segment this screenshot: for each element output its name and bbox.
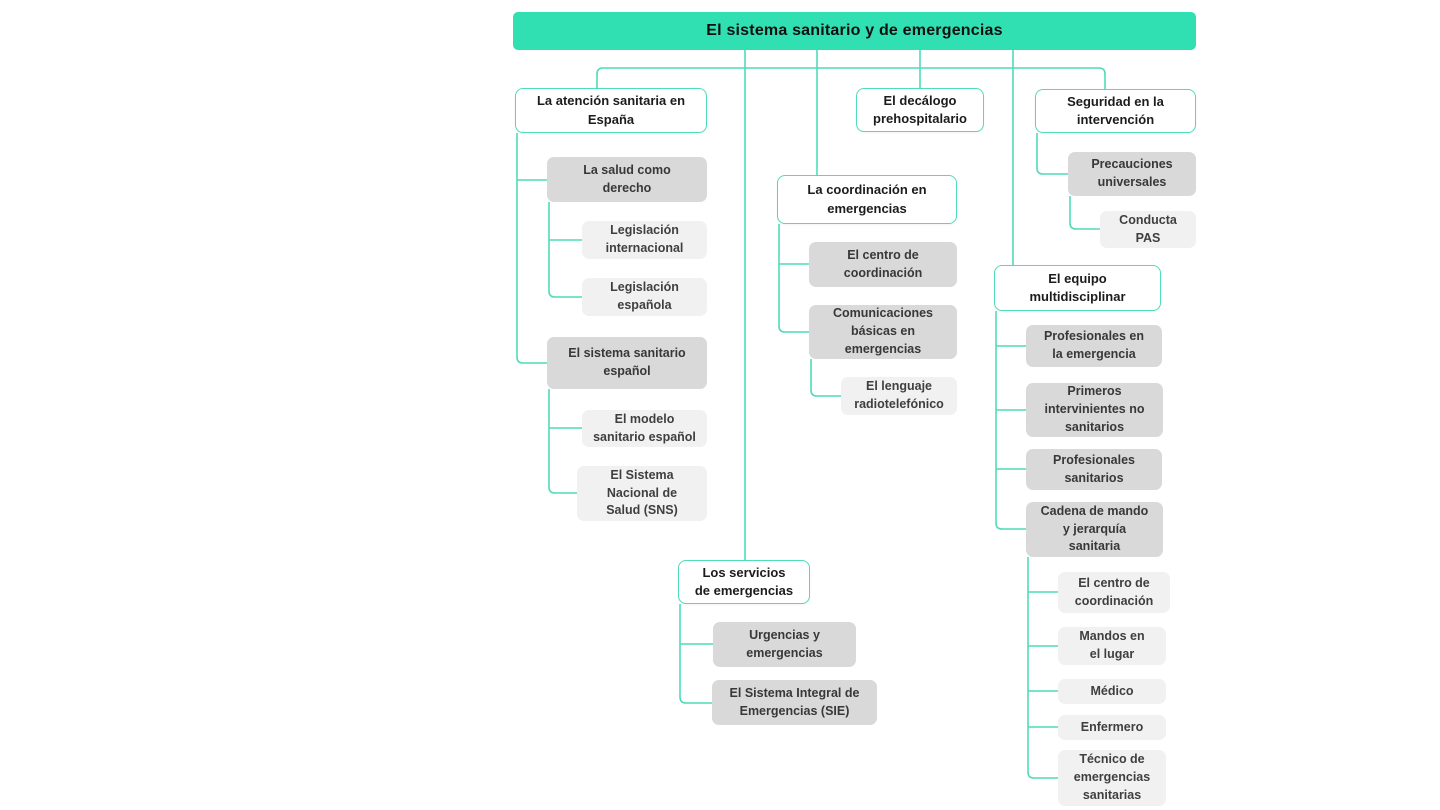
node-root-title[interactable]: El sistema sanitario y de emergencias: [513, 12, 1196, 50]
node-label: Legislación internacional: [605, 223, 684, 255]
node-label: Profesionales en la emergencia: [1043, 329, 1145, 361]
node-label: Técnico de emergencias sanitarias: [1073, 752, 1151, 802]
node-sistema-integral-sie[interactable]: El Sistema Integral de Emergencias (SIE): [712, 680, 877, 725]
node-profesionales-emergencia[interactable]: Profesionales en la emergencia: [1026, 325, 1162, 367]
node-label: Los servicios de emergencias: [694, 564, 794, 598]
node-label: Profesionales sanitarios: [1053, 452, 1135, 485]
node-centro-coordinacion-cadena[interactable]: El centro de coordinación: [1058, 572, 1170, 613]
node-label: El sistema sanitario español: [568, 346, 686, 378]
node-legislacion-espanola[interactable]: Legislación española: [582, 278, 707, 316]
node-urgencias-emergencias[interactable]: Urgencias y emergencias: [713, 622, 856, 667]
node-label: El centro de coordinación: [843, 247, 923, 280]
node-comunicaciones-basicas[interactable]: Comunicaciones básicas en emergencias: [809, 305, 957, 359]
node-primeros-intervinientes[interactable]: Primeros intervinientes no sanitarios: [1026, 383, 1163, 437]
node-label: La atención sanitaria en España: [536, 93, 686, 127]
node-label: Conducta PAS: [1119, 212, 1177, 245]
node-equipo-multidisciplinar[interactable]: El equipo multidisciplinar: [994, 265, 1161, 311]
node-label: Urgencias y emergencias: [746, 627, 823, 660]
node-label: El Sistema Integral de Emergencias (SIE): [729, 685, 860, 718]
node-label: Seguridad en la intervención: [1067, 93, 1164, 127]
node-enfermero[interactable]: Enfermero: [1058, 715, 1166, 740]
node-precauciones-universales[interactable]: Precauciones universales: [1068, 152, 1196, 196]
node-tecnico-emergencias[interactable]: Técnico de emergencias sanitarias: [1058, 750, 1166, 806]
node-cadena-de-mando[interactable]: Cadena de mando y jerarquía sanitaria: [1026, 502, 1163, 557]
node-servicios-emergencias[interactable]: Los servicios de emergencias: [678, 560, 810, 604]
node-label: Médico: [1090, 683, 1134, 698]
node-label: El modelo sanitario español: [593, 411, 696, 444]
node-label: El equipo multidisciplinar: [1029, 270, 1126, 304]
node-label: Enfermero: [1080, 719, 1144, 734]
node-label: Comunicaciones básicas en emergencias: [832, 306, 934, 356]
node-centro-coordinacion[interactable]: El centro de coordinación: [809, 242, 957, 287]
node-sistema-sanitario-espanol[interactable]: El sistema sanitario español: [547, 337, 707, 389]
node-sns[interactable]: El Sistema Nacional de Salud (SNS): [577, 466, 707, 521]
node-label: El centro de coordinación: [1074, 575, 1154, 608]
node-modelo-sanitario[interactable]: El modelo sanitario español: [582, 410, 707, 447]
node-medico[interactable]: Médico: [1058, 679, 1166, 704]
node-decalogo-prehospitalario[interactable]: El decálogo prehospitalario: [856, 88, 984, 132]
node-label: El Sistema Nacional de Salud (SNS): [606, 467, 678, 518]
node-conducta-pas[interactable]: Conducta PAS: [1100, 211, 1196, 248]
node-label: Legislación española: [610, 280, 679, 312]
node-label: La salud como derecho: [583, 162, 671, 195]
node-label: Precauciones universales: [1091, 157, 1173, 189]
node-atencion-sanitaria[interactable]: La atención sanitaria en España: [515, 88, 707, 133]
node-label: Cadena de mando y jerarquía sanitaria: [1040, 503, 1149, 554]
node-mandos-en-el-lugar[interactable]: Mandos en el lugar: [1058, 627, 1166, 665]
node-label: El sistema sanitario y de emergencias: [706, 21, 1003, 39]
node-legislacion-internacional[interactable]: Legislación internacional: [582, 221, 707, 259]
node-label: El lenguaje radiotelefónico: [854, 379, 944, 411]
node-profesionales-sanitarios[interactable]: Profesionales sanitarios: [1026, 449, 1162, 490]
node-lenguaje-radiotelefonico[interactable]: El lenguaje radiotelefónico: [841, 377, 957, 415]
node-coordinacion-emergencias[interactable]: La coordinación en emergencias: [777, 175, 957, 224]
node-label: Primeros intervinientes no sanitarios: [1044, 384, 1145, 434]
node-label: Mandos en el lugar: [1079, 629, 1145, 661]
node-label: La coordinación en emergencias: [807, 182, 927, 216]
node-seguridad-intervencion[interactable]: Seguridad en la intervención: [1035, 89, 1196, 133]
node-label: El decálogo prehospitalario: [873, 92, 967, 126]
node-salud-como-derecho[interactable]: La salud como derecho: [547, 157, 707, 202]
